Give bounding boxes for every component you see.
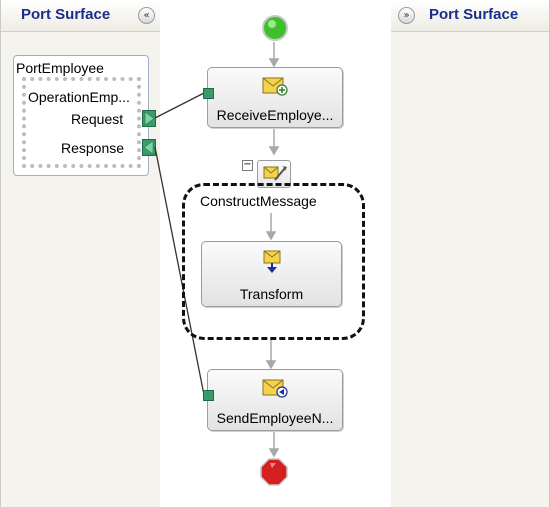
receive-port-binding[interactable] xyxy=(203,88,214,99)
receive-message-icon xyxy=(262,77,288,96)
end-icon[interactable] xyxy=(260,458,288,486)
response-port-connector[interactable] xyxy=(142,139,156,156)
expand-right-button[interactable]: » xyxy=(398,7,415,24)
port-employee-box[interactable]: PortEmployee OperationEmp... Request Res… xyxy=(13,55,149,176)
left-port-surface-header: Port Surface « xyxy=(1,0,160,32)
receive-shape-label: ReceiveEmploye... xyxy=(216,107,334,123)
left-port-surface-title: Port Surface xyxy=(21,6,111,23)
request-arrow-icon xyxy=(144,111,155,126)
left-port-surface: Port Surface « PortEmployee OperationEmp… xyxy=(0,0,160,507)
send-port-binding[interactable] xyxy=(203,390,214,401)
send-message-icon xyxy=(262,379,288,398)
construct-message-scope[interactable] xyxy=(182,183,365,340)
construct-message-icon xyxy=(263,166,287,181)
send-shape-label: SendEmployeeN... xyxy=(216,410,334,426)
right-port-surface-title: Port Surface xyxy=(429,6,519,23)
request-label: Request xyxy=(71,111,124,127)
right-port-surface-header: » Port Surface xyxy=(391,0,549,32)
operation-box[interactable] xyxy=(22,77,141,168)
request-port-connector[interactable] xyxy=(142,110,156,127)
collapse-construct-button[interactable]: − xyxy=(242,159,253,171)
right-port-surface: » Port Surface xyxy=(391,0,550,507)
transform-shape[interactable]: Transform xyxy=(201,241,342,307)
port-name: PortEmployee xyxy=(16,60,104,76)
start-icon[interactable] xyxy=(261,14,289,42)
operation-name: OperationEmp... xyxy=(28,89,130,105)
response-label: Response xyxy=(61,140,125,156)
transform-shape-label: Transform xyxy=(239,286,304,302)
collapse-left-button[interactable]: « xyxy=(138,7,155,24)
construct-message-label: ConstructMessage xyxy=(200,193,317,209)
receive-shape[interactable]: ReceiveEmploye... xyxy=(207,67,343,128)
send-shape[interactable]: SendEmployeeN... xyxy=(207,369,343,431)
transform-icon xyxy=(263,250,280,273)
response-arrow-icon xyxy=(143,140,154,155)
